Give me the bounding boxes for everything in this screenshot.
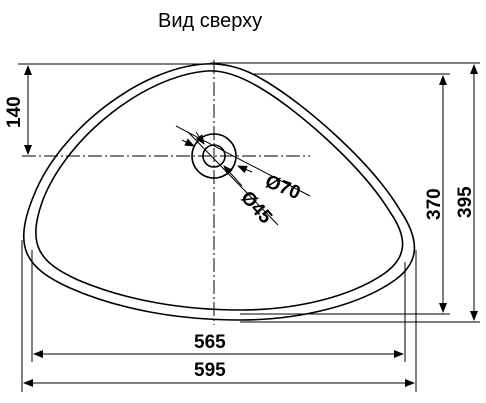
dim-565-label: 565 <box>194 332 226 353</box>
dim-140-label: 140 <box>4 96 25 128</box>
dim-370-label: 370 <box>424 188 445 220</box>
drain-arrow-70b <box>237 165 253 174</box>
dim-595-label: 595 <box>194 360 226 381</box>
basin-outer-outline <box>22 63 416 321</box>
drain-diameter-leader-45 <box>187 131 279 226</box>
view-title: Вид сверху <box>158 10 262 32</box>
drain-arrow-45b <box>223 165 243 187</box>
drain-outer-diameter-label: Ø70 <box>262 171 303 204</box>
drain-outer-circle <box>191 133 237 179</box>
dim-395-label: 395 <box>455 186 476 218</box>
drain-arrow-70a <box>181 138 195 147</box>
basin-inner-outline <box>35 70 404 311</box>
drain-arrow-45a <box>195 131 205 145</box>
drain-inner-circle <box>202 144 226 168</box>
